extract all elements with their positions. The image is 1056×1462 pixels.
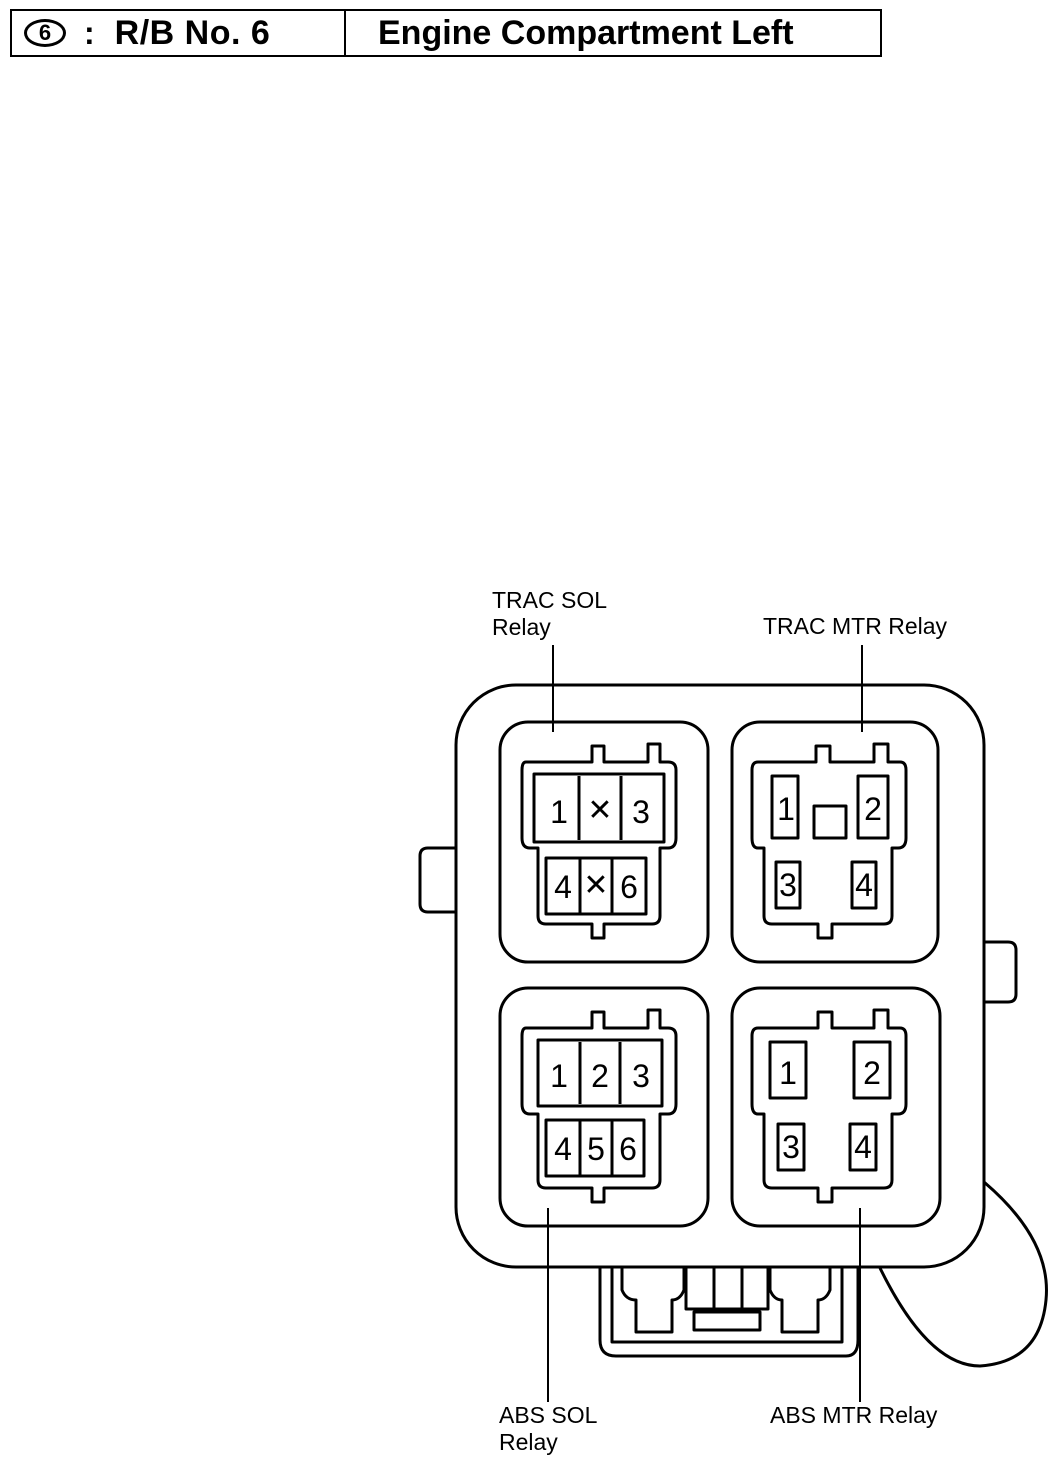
block-code: R/B No. 6 [114, 13, 271, 52]
bottom-connector [598, 1265, 860, 1358]
trac-sol-pin-3: 3 [632, 794, 650, 830]
abs-sol-relay-socket: 1 2 3 4 5 6 [498, 986, 710, 1228]
block-location: Engine Compartment Left [378, 13, 794, 52]
label-trac-mtr-relay: TRAC MTR Relay [763, 613, 948, 639]
housing-right-tab [984, 940, 1018, 1004]
label-trac-sol-line-1: TRAC SOL [492, 587, 608, 613]
trac-sol-pin-6: 6 [620, 869, 638, 905]
header-bar: 6 : R/B No. 6 Engine Compartment Left [10, 9, 882, 57]
label-abs-sol-line-1: ABS SOL [499, 1402, 598, 1428]
trac-sol-pin-2-empty: ✕ [587, 793, 612, 828]
abs-mtr-relay-socket: 1 2 3 4 [730, 986, 942, 1228]
label-trac-sol-relay: TRAC SOL Relay [492, 587, 607, 641]
abs-mtr-pin-1: 1 [779, 1055, 797, 1091]
abs-sol-pin-5: 5 [587, 1131, 605, 1167]
trac-sol-pin-5-empty: ✕ [583, 868, 608, 903]
abs-sol-pin-1: 1 [550, 1058, 568, 1094]
abs-mtr-pin-3: 3 [782, 1129, 800, 1165]
abs-mtr-pin-2: 2 [863, 1055, 881, 1091]
abs-mtr-pin-4: 4 [854, 1129, 872, 1165]
housing-left-tab [418, 846, 456, 914]
trac-mtr-pin-4: 4 [855, 867, 873, 903]
abs-sol-pin-2: 2 [591, 1058, 609, 1094]
trac-sol-pin-4: 4 [554, 869, 572, 905]
label-abs-sol-line-2: Relay [499, 1429, 558, 1455]
header-colon: : [84, 14, 95, 51]
harness-wire-loop [878, 1180, 1048, 1368]
abs-sol-pin-6: 6 [619, 1131, 637, 1167]
trac-mtr-pin-3: 3 [779, 867, 797, 903]
trac-sol-relay-socket: 1 ✕ 3 4 ✕ 6 [498, 720, 710, 964]
block-number-badge: 6 [24, 19, 66, 47]
abs-sol-pin-3: 3 [632, 1058, 650, 1094]
label-trac-sol-line-2: Relay [492, 614, 551, 640]
abs-sol-pin-4: 4 [554, 1131, 572, 1167]
trac-mtr-pin-2: 2 [864, 791, 882, 827]
trac-mtr-relay-socket: 1 2 3 4 [730, 720, 940, 964]
trac-sol-pin-1: 1 [550, 794, 568, 830]
label-abs-sol-relay: ABS SOL Relay [499, 1402, 597, 1456]
label-abs-mtr-relay: ABS MTR Relay [770, 1402, 938, 1428]
trac-mtr-pin-1: 1 [777, 791, 795, 827]
header-code-cell: 6 : R/B No. 6 [12, 11, 346, 55]
